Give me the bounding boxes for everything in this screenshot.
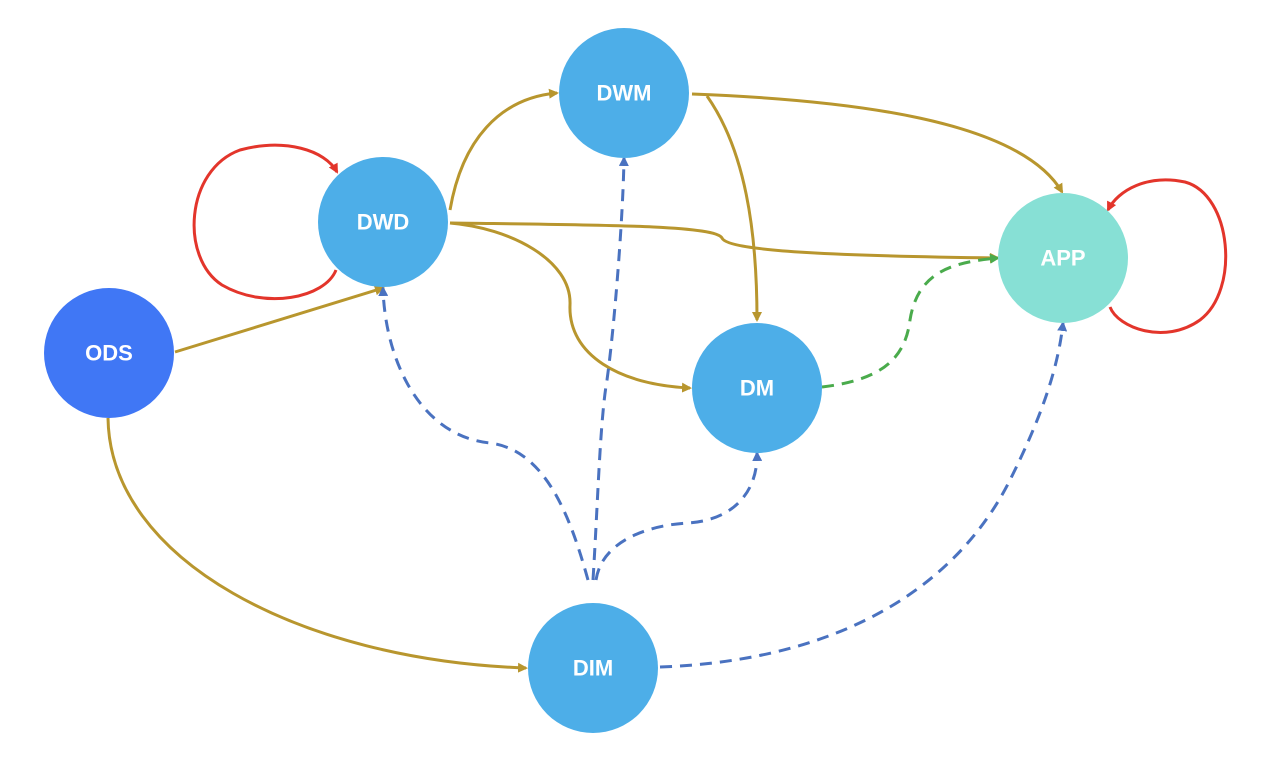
- edge-dwd-to-app: [449, 221, 1000, 263]
- edge-dwd-to-dm: [449, 221, 692, 393]
- node-app[interactable]: APP: [998, 193, 1128, 323]
- node-dwd[interactable]: DWD: [318, 157, 448, 287]
- node-dim-label: DIM: [573, 656, 613, 681]
- node-dwm-label: DWM: [597, 81, 652, 106]
- edge-dim-to-dwd: [378, 286, 590, 581]
- node-dwm-circle: [559, 28, 689, 158]
- edge-dwd-to-dwm: [448, 88, 559, 211]
- node-dm-circle: [692, 323, 822, 453]
- edge-ods-to-dwd: [174, 285, 385, 354]
- edge-ods-to-dim: [106, 417, 528, 673]
- node-dim-circle: [528, 603, 658, 733]
- node-dm-label: DM: [740, 376, 774, 401]
- node-app-label: APP: [1040, 246, 1085, 271]
- edge-dim-to-dwm: [591, 156, 629, 581]
- edge-dwd-self-loop: [192, 143, 339, 300]
- node-dwd-label: DWD: [357, 210, 410, 235]
- node-dim[interactable]: DIM: [528, 603, 658, 733]
- edge-dm-to-app: [821, 253, 1000, 389]
- node-dwm[interactable]: DWM: [559, 28, 689, 158]
- edge-dwm-to-app: [691, 92, 1064, 194]
- node-dm[interactable]: DM: [692, 323, 822, 453]
- node-ods[interactable]: ODS: [44, 288, 174, 418]
- node-dwd-circle: [318, 157, 448, 287]
- node-ods-circle: [44, 288, 174, 418]
- node-ods-label: ODS: [85, 341, 133, 366]
- edge-dwm-to-dm: [705, 95, 762, 322]
- edge-dim-to-dm: [594, 451, 763, 581]
- edge-app-self-loop: [1106, 178, 1228, 334]
- edge-dim-to-app: [659, 321, 1068, 669]
- node-app-circle: [998, 193, 1128, 323]
